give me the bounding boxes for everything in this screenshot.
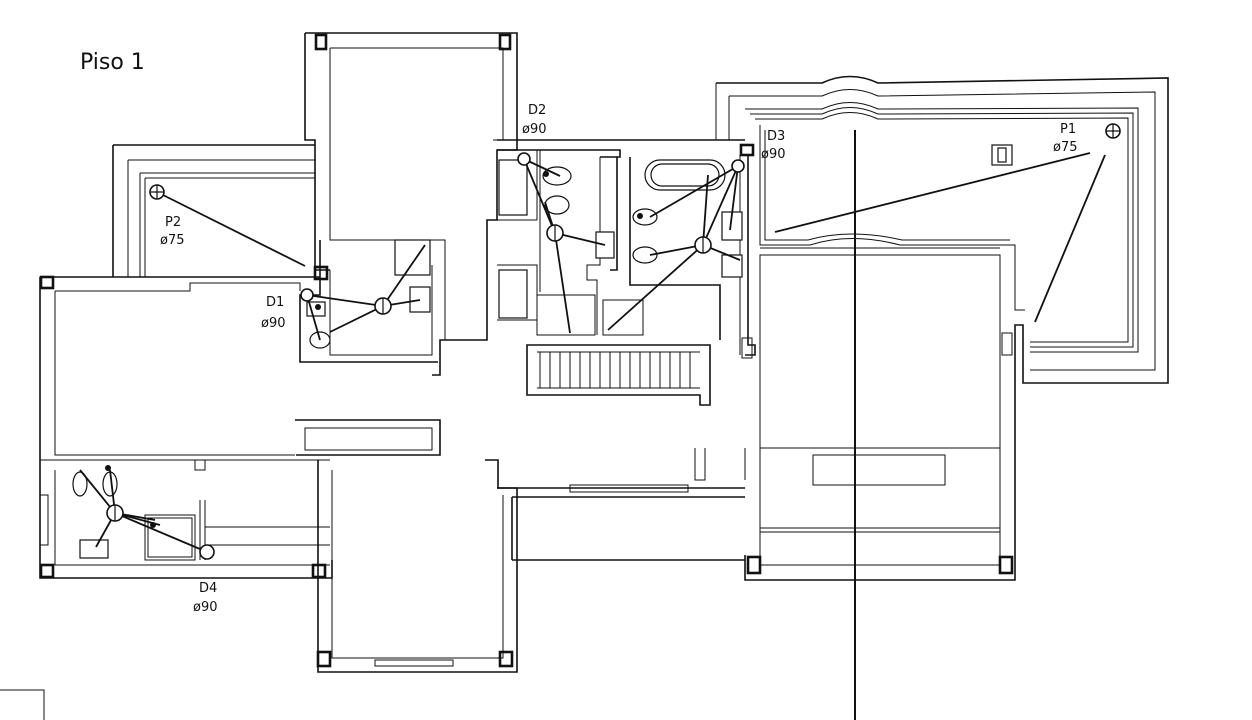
d3-drain-symbol	[731, 159, 745, 173]
plan-title: Piso 1	[80, 50, 145, 75]
d4-label: D4	[199, 581, 217, 596]
d4-diameter: ø90	[193, 600, 218, 615]
d1-drain-symbol	[300, 288, 314, 302]
p1-label: P1	[1060, 122, 1076, 137]
d1-label: D1	[266, 295, 284, 310]
staircase	[526, 344, 711, 406]
drain-labels: D1 ø90 D2 ø90 D3 ø90 D4 ø90 P1 ø75 P2 ø7…	[160, 103, 1078, 615]
d4-drain-symbol	[199, 544, 215, 560]
d3-label: D3	[767, 129, 785, 144]
p2-diameter: ø75	[160, 233, 185, 248]
drain-nodes	[105, 123, 1121, 560]
p1-diameter: ø75	[1053, 140, 1078, 155]
d1-diameter: ø90	[261, 316, 286, 331]
fixtures	[72, 159, 743, 497]
d2-label: D2	[528, 103, 546, 118]
d2-diameter: ø90	[522, 122, 547, 137]
d2-drain-symbol	[517, 152, 531, 166]
walls	[0, 32, 1169, 720]
p2-label: P2	[165, 215, 181, 230]
d3-diameter: ø90	[761, 147, 786, 162]
